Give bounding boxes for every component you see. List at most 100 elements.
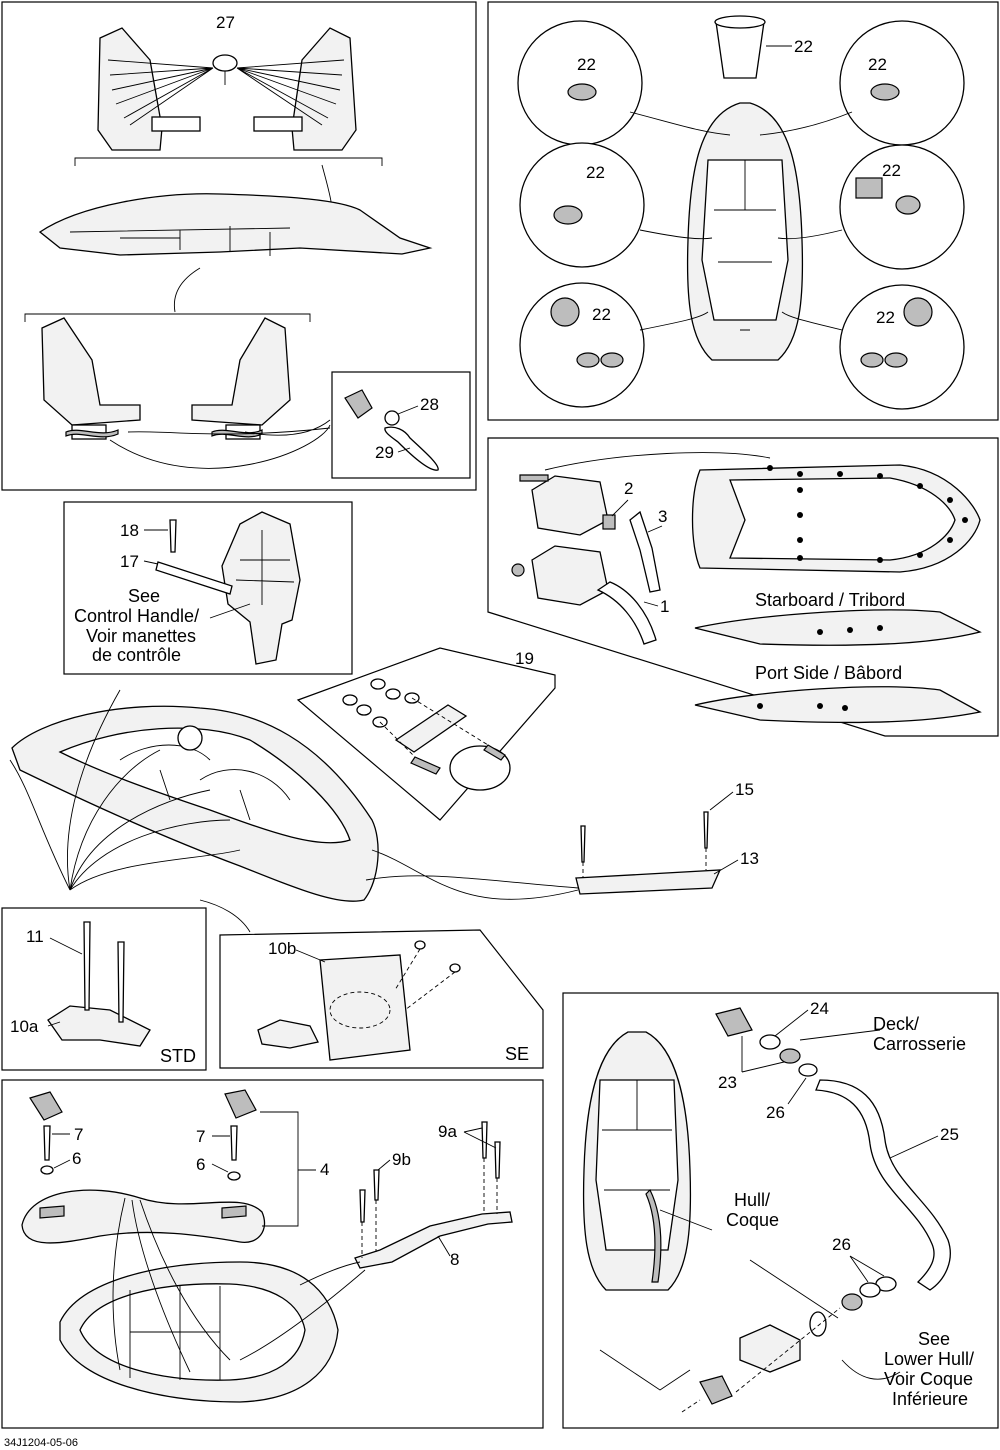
- cleat-10a: [47, 1005, 151, 1047]
- callout-7b: 7: [196, 1127, 205, 1146]
- speaker-grille-left: [550, 297, 580, 327]
- panel-se-frame: [219, 929, 544, 1069]
- panel-cable-ties-frame: [487, 437, 999, 737]
- nut-deck: [779, 1048, 801, 1064]
- dot: [817, 629, 823, 635]
- cable-tie-3: [629, 510, 661, 593]
- label-see-control-2: Control Handle/: [74, 606, 199, 626]
- stud-a: [483, 744, 506, 761]
- end-cap-right: [224, 1089, 257, 1119]
- clamp-26a: [798, 1063, 818, 1077]
- callout-28: 28: [420, 395, 439, 414]
- leader-6b: [211, 1163, 229, 1173]
- callout-26a: 26: [766, 1103, 785, 1122]
- boat-side-port: [694, 686, 982, 724]
- axis-se: [394, 948, 456, 1011]
- cup-holder-insert: [715, 21, 765, 79]
- panel-rails-frame: [1, 1079, 544, 1429]
- reference-code: 34J1204-05-06: [4, 1437, 78, 1449]
- tie-head-lower: [511, 563, 525, 577]
- callout-23: 23: [718, 1073, 737, 1092]
- leader-11: [49, 937, 83, 955]
- leader-15: [709, 791, 734, 811]
- callout-17: 17: [120, 552, 139, 571]
- panel-handle-19: 19: [296, 647, 556, 821]
- dot: [962, 517, 968, 523]
- dot: [757, 703, 763, 709]
- leader-25: [889, 1135, 939, 1159]
- leader-8: [437, 1235, 451, 1257]
- detail-circle-top-left: [517, 20, 643, 146]
- dot: [877, 473, 883, 479]
- boat-seats-main: [119, 744, 291, 821]
- screw-7a: [43, 1125, 51, 1161]
- label-std: STD: [160, 1046, 196, 1066]
- nut-a: [370, 678, 386, 690]
- detail-circle-mid-left: [519, 142, 645, 268]
- callout-9b: 9b: [392, 1150, 411, 1169]
- dot: [817, 703, 823, 709]
- rail-pad-left: [39, 1205, 65, 1219]
- group-cleat-13: 15 13: [575, 780, 759, 895]
- fitting-23: [715, 1007, 753, 1037]
- panel-control-handle: 18 17 See Control Handle/ Voir manettes …: [63, 501, 353, 675]
- label-see-control-3: Voir manettes: [86, 626, 196, 646]
- deck-side-detail: [69, 226, 291, 256]
- cable-tie-29: [384, 426, 439, 471]
- clip-bracket: [344, 389, 373, 419]
- panel-std: 11 10a STD: [1, 907, 207, 1071]
- screw-15b: [703, 811, 709, 849]
- cleat-13: [575, 869, 722, 895]
- callout-22-top-right: 22: [868, 55, 887, 74]
- cup-well-mid-right: [895, 195, 921, 215]
- callout-22-top-left: 22: [577, 55, 596, 74]
- steering-wheel: [177, 725, 203, 751]
- leader-26a: [787, 1077, 807, 1105]
- hull-drain-plug: [699, 1375, 733, 1405]
- cutout-10b: [329, 991, 391, 1029]
- callout-26b: 26: [832, 1235, 851, 1254]
- leader-29: [397, 447, 411, 453]
- washer-6a: [40, 1165, 54, 1175]
- leader-10a: [47, 1021, 61, 1027]
- boat-top-starboard-inner: [729, 477, 956, 561]
- panel-cup-holders-frame: [487, 1, 999, 421]
- dot: [797, 555, 803, 561]
- screw-9b2: [359, 1189, 366, 1223]
- callout-11: 11: [26, 927, 44, 946]
- bolt-11b: [117, 941, 125, 1023]
- seat-back-left-lower: [41, 317, 141, 426]
- boat-top-drain-cockpit: [595, 1079, 679, 1251]
- detail-circle-low-left: [519, 282, 645, 408]
- panel-std-frame: [1, 907, 207, 1071]
- drain-hose-route: [645, 1188, 662, 1283]
- dot: [947, 537, 953, 543]
- callout-29: 29: [375, 443, 394, 462]
- callout-22-low-right: 22: [876, 308, 895, 327]
- screw-7b: [230, 1125, 238, 1161]
- nut-se-b: [449, 963, 461, 973]
- clip-2: [602, 514, 616, 530]
- leader-24: [774, 1009, 809, 1037]
- washer-24: [759, 1034, 781, 1050]
- leader-17: [143, 560, 159, 565]
- panel-drain-hose-frame: [562, 992, 999, 1429]
- dot: [877, 557, 883, 563]
- strap-17: [155, 561, 233, 595]
- hull-fitting: [739, 1324, 801, 1373]
- label-hull-1: Hull/: [734, 1190, 770, 1210]
- boat-top-cockpit: [701, 159, 789, 321]
- label-se: SE: [505, 1044, 529, 1064]
- leader-23: [741, 1036, 785, 1073]
- cup-well-top-left: [567, 83, 597, 101]
- leader-lower-hull: [841, 1359, 901, 1380]
- cup-well-mid-left: [553, 205, 583, 225]
- washer-a: [385, 688, 401, 700]
- leader-2: [611, 499, 629, 517]
- main-boat-isometric: [9, 689, 579, 933]
- callout-22-mid-left: 22: [586, 163, 605, 182]
- callout-25: 25: [940, 1125, 959, 1144]
- panel-seat-backs: 27 28 29: [1, 1, 477, 491]
- label-lower-1: See: [918, 1329, 950, 1349]
- bracket-upper-tie: [531, 475, 609, 536]
